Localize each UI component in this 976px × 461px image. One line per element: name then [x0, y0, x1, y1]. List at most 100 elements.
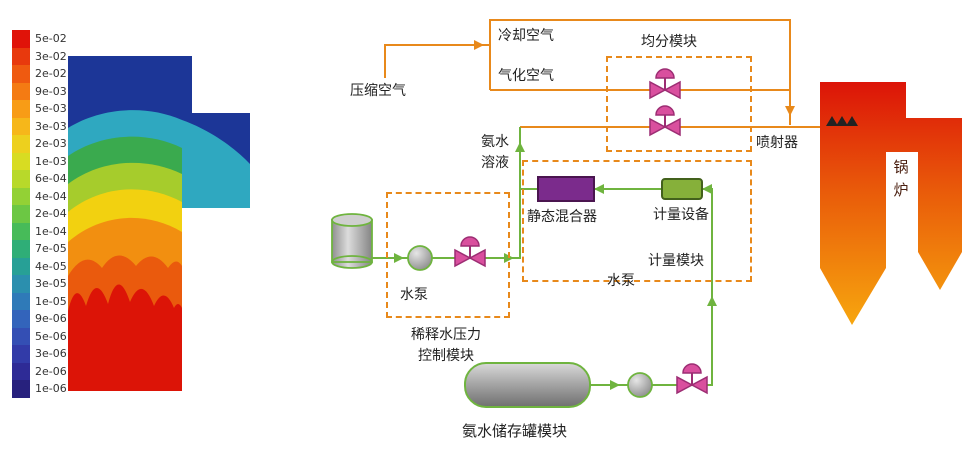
metering-module-box — [522, 160, 752, 282]
legend-value: 5e-03 — [35, 102, 67, 116]
legend-row: 5e-06 — [12, 327, 67, 345]
contour-band-red — [68, 284, 182, 391]
label-dilution-module-line1: 稀释水压力 — [411, 326, 481, 342]
legend-row: 3e-06 — [12, 345, 67, 363]
static-mixer-symbol — [537, 176, 595, 202]
legend-value: 5e-02 — [35, 32, 67, 46]
legend-row: 9e-03 — [12, 82, 67, 100]
legend-row: 5e-03 — [12, 100, 67, 118]
cooling-air-line — [489, 19, 791, 125]
legend-row: 2e-06 — [12, 362, 67, 380]
air-lines — [384, 19, 830, 128]
legend-row: 3e-03 — [12, 117, 67, 135]
legend-swatch — [12, 310, 30, 328]
label-injector: 喷射器 — [756, 134, 798, 150]
legend-swatch — [12, 380, 30, 398]
label-compressed-air: 压缩空气 — [350, 82, 406, 98]
air-arrows — [474, 40, 795, 116]
ammonia-tank-symbol — [464, 362, 591, 408]
legend-row: 3e-02 — [12, 47, 67, 65]
legend-value: 2e-04 — [35, 207, 67, 221]
legend-swatch — [12, 82, 30, 100]
arrow-right — [394, 253, 404, 263]
label-metering-module: 计量模块 — [648, 252, 704, 268]
legend-swatch — [12, 257, 30, 275]
label-dilution-module-line2: 控制模块 — [418, 347, 474, 363]
contour-plot — [68, 56, 250, 391]
label-static-mixer: 静态混合器 — [527, 208, 597, 224]
arrow-left — [594, 184, 604, 194]
valve-icon — [676, 363, 708, 394]
legend-value: 4e-04 — [35, 189, 67, 203]
legend-row: 1e-06 — [12, 380, 67, 398]
legend-row: 1e-05 — [12, 292, 67, 310]
label-dilution-module: 稀释水压力 控制模块 — [386, 324, 506, 366]
legend-swatch — [12, 117, 30, 135]
label-gasification-air: 气化空气 — [498, 67, 554, 83]
metering-device-symbol — [661, 178, 703, 200]
legend-value: 6e-04 — [35, 172, 67, 186]
label-ammonia-solution: 氨水 溶液 — [474, 131, 516, 173]
legend-swatch — [12, 135, 30, 153]
legend-swatch — [12, 30, 30, 48]
legend-swatch — [12, 205, 30, 223]
legend-swatch — [12, 100, 30, 118]
legend-value: 3e-06 — [35, 347, 67, 361]
legend-row: 6e-04 — [12, 170, 67, 188]
dilution-module-box — [386, 192, 510, 318]
legend-row: 2e-02 — [12, 65, 67, 83]
legend-row: 4e-04 — [12, 187, 67, 205]
injector-nozzle-icons — [826, 116, 858, 126]
legend-value: 4e-05 — [35, 259, 67, 273]
label-boiler: 锅炉 — [893, 159, 909, 199]
legend-swatch — [12, 222, 30, 240]
legend-value: 3e-05 — [35, 277, 67, 291]
legend-swatch — [12, 65, 30, 83]
legend-swatch — [12, 292, 30, 310]
water-pump-symbol — [627, 372, 653, 398]
label-water-pump-2: 水泵 — [607, 272, 635, 288]
legend-value: 3e-02 — [35, 49, 67, 63]
legend-swatch — [12, 47, 30, 65]
boiler-shape — [820, 82, 962, 325]
arrow-up — [707, 296, 717, 306]
legend-row: 5e-02 — [12, 30, 67, 48]
legend-row: 3e-05 — [12, 275, 67, 293]
legend-row: 9e-06 — [12, 310, 67, 328]
legend-value: 1e-06 — [35, 382, 67, 396]
compressed-air-line — [384, 44, 490, 78]
label-ammonia-solution-line2: 溶液 — [481, 154, 509, 170]
dilution-tank-symbol — [331, 213, 373, 269]
water-pump-symbol — [407, 245, 433, 271]
legend-value: 9e-06 — [35, 312, 67, 326]
legend-swatch — [12, 170, 30, 188]
arrow-down — [785, 106, 795, 116]
label-metering-device: 计量设备 — [653, 206, 709, 222]
label-water-pump-1: 水泵 — [400, 286, 428, 302]
legend-row: 7e-05 — [12, 240, 67, 258]
legend-value: 2e-02 — [35, 67, 67, 81]
legend-value: 1e-05 — [35, 294, 67, 308]
arrow-right — [474, 40, 484, 50]
legend-value: 9e-03 — [35, 84, 67, 98]
label-splitter-module: 均分模块 — [641, 33, 697, 49]
legend-swatch — [12, 362, 30, 380]
legend-swatch — [12, 275, 30, 293]
legend-row: 1e-03 — [12, 152, 67, 170]
legend-value: 1e-04 — [35, 224, 67, 238]
arrow-right — [610, 380, 620, 390]
legend-value: 5e-06 — [35, 329, 67, 343]
legend-row: 1e-04 — [12, 222, 67, 240]
legend-swatch — [12, 240, 30, 258]
legend-swatch — [12, 187, 30, 205]
legend-value: 7e-05 — [35, 242, 67, 256]
legend-swatch — [12, 345, 30, 363]
legend-value: 2e-03 — [35, 137, 67, 151]
legend-row: 2e-03 — [12, 135, 67, 153]
arrow-up — [515, 142, 525, 152]
arrow-left — [702, 184, 712, 194]
label-ammonia-solution-line1: 氨水 — [481, 133, 509, 149]
